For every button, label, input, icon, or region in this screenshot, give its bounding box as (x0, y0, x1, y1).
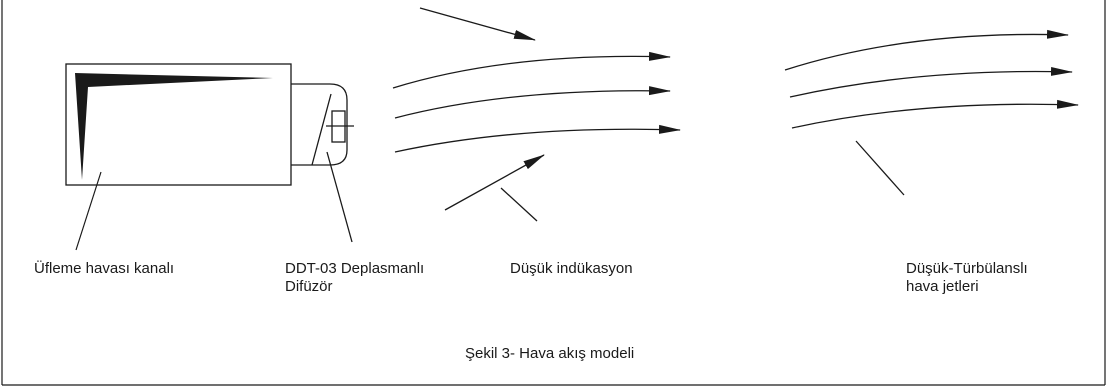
diffuser-label: DDT-03 Deplasmanlı Difüzör (285, 260, 424, 296)
jets-label-line2: hava jetleri (906, 278, 979, 295)
diffuser-leader-line (326, 151, 353, 243)
middle-airflow-jets (392, 51, 681, 153)
jets-leader-line (855, 140, 905, 196)
right-airflow-jets (784, 29, 1079, 196)
induction-arrows (419, 7, 545, 222)
low-induction-label: Düşük indükasyon (510, 260, 633, 277)
duct-deflector (75, 73, 273, 180)
diffuser-label-line2: Difüzör (285, 278, 333, 295)
supply-duct (65, 63, 292, 251)
jets-label: Düşük-Türbülanslı hava jetleri (906, 260, 1028, 296)
induction-leader-line (500, 187, 538, 222)
figure-caption: Şekil 3- Hava akış modeli (465, 345, 635, 362)
diffuser (291, 83, 354, 243)
diffuser-label-line1: DDT-03 Deplasmanlı (285, 260, 425, 277)
supply-duct-label: Üfleme havası kanalı (34, 260, 175, 277)
duct-leader-line (75, 171, 102, 251)
jets-label-line1: Düşük-Türbülanslı (906, 260, 1028, 277)
